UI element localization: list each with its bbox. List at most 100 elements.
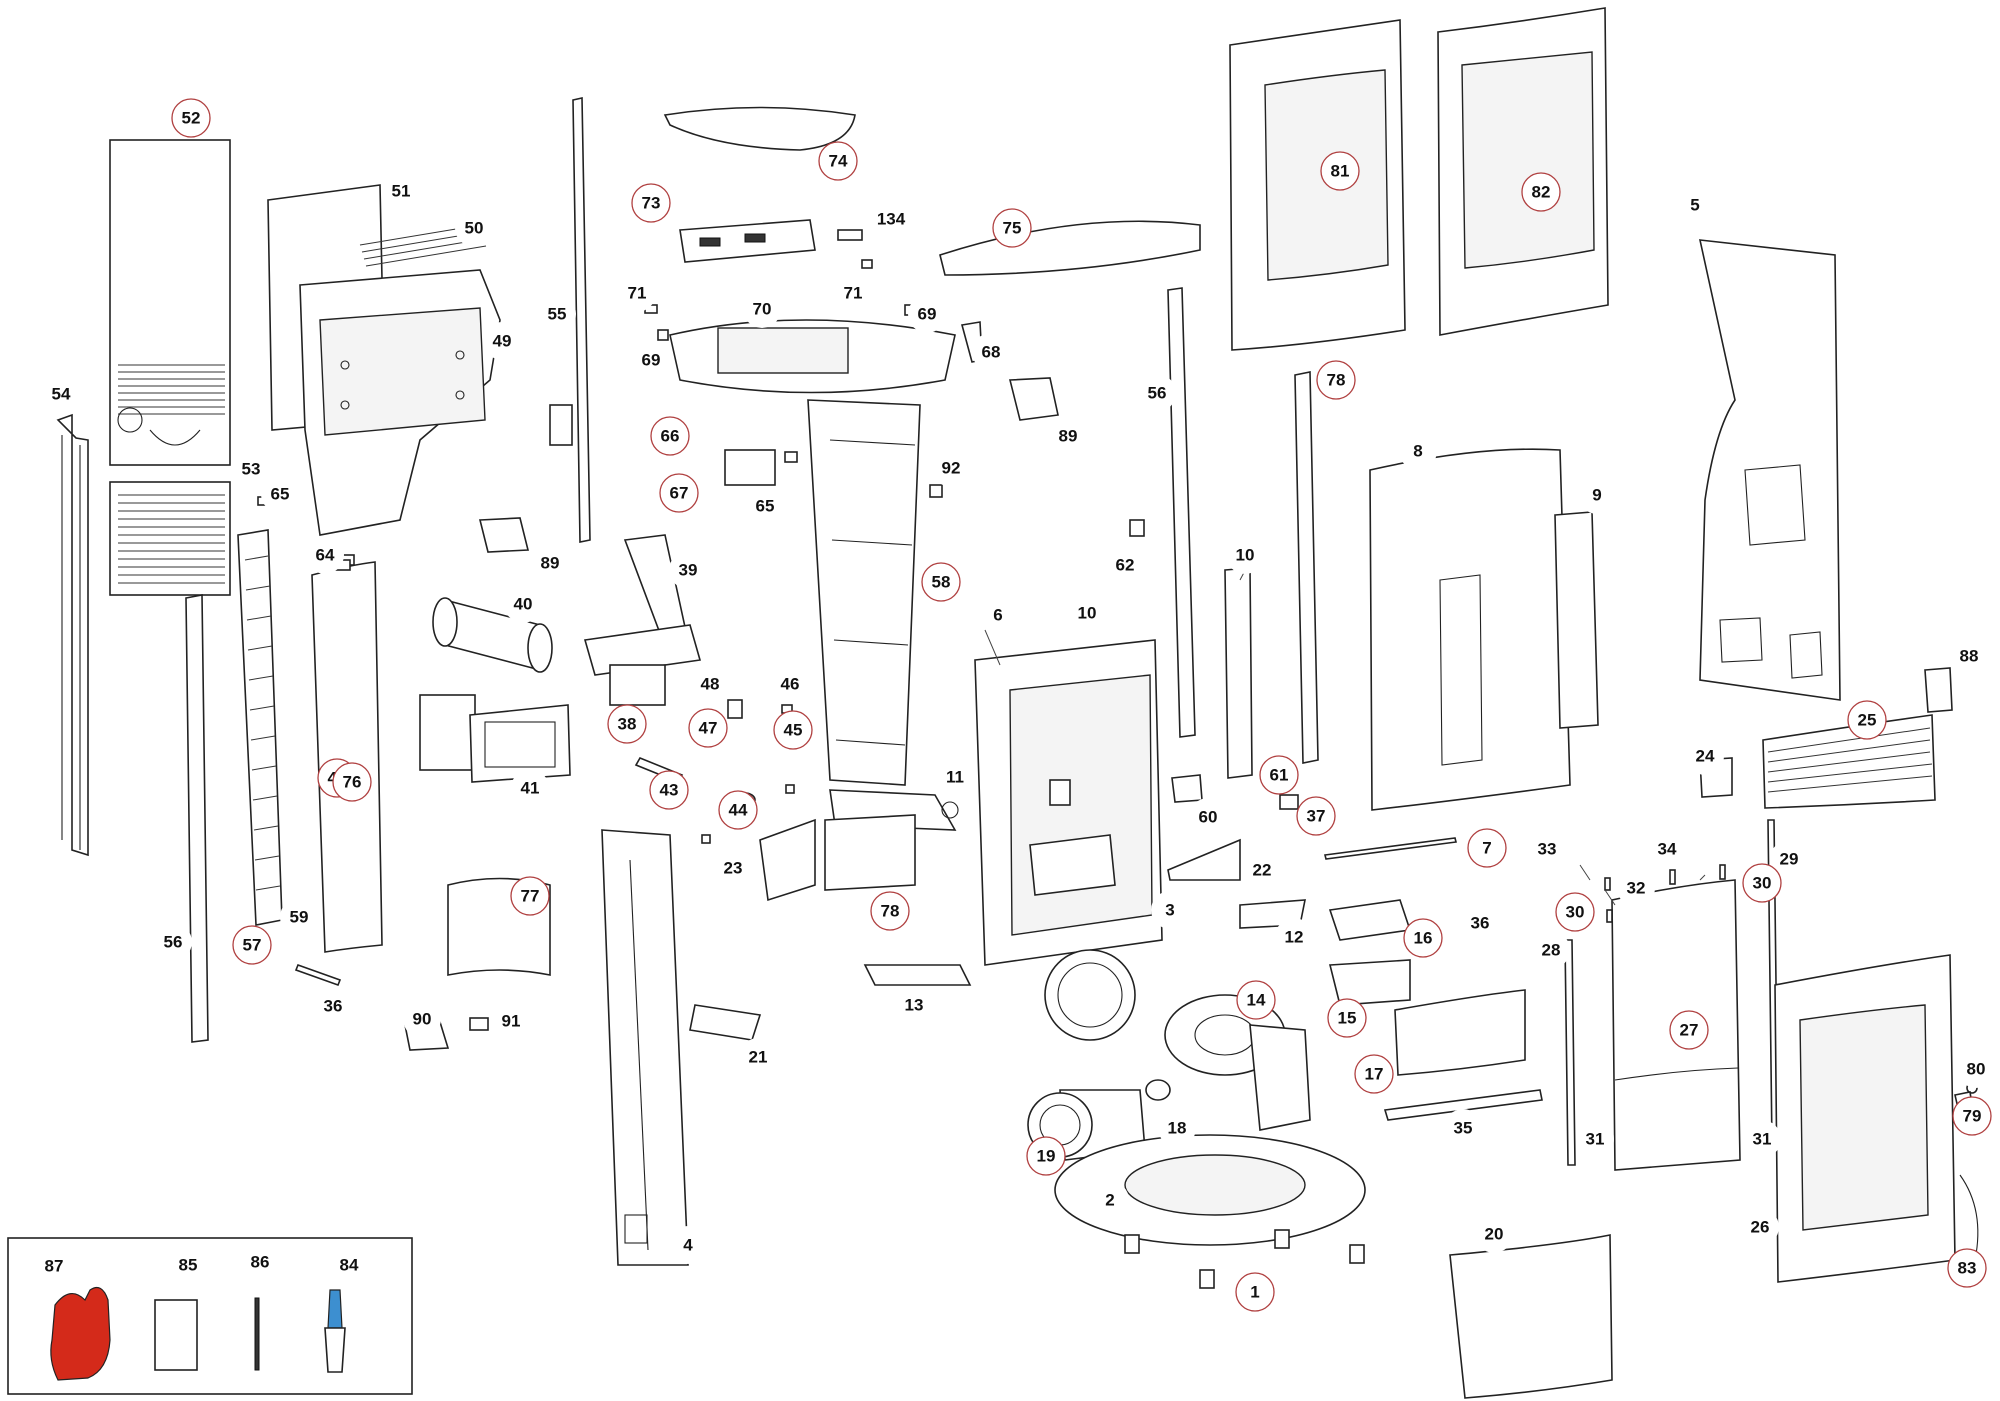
callout-ring: [1151, 891, 1189, 929]
bracket-92: [929, 484, 943, 498]
callout-number: 37: [1307, 807, 1326, 826]
callout-ring: [1950, 637, 1988, 675]
base-plate-2: [1054, 1134, 1366, 1246]
callout-40: 40: [504, 585, 542, 623]
callout-number: 92: [942, 459, 961, 478]
callout-ring: [932, 449, 970, 487]
callout-89: 89: [1049, 417, 1087, 455]
callout-number: 73: [642, 194, 661, 213]
callout-ring: [650, 416, 690, 456]
callout-1: 1: [1235, 1272, 1275, 1312]
callout-number: 56: [164, 933, 183, 952]
callout-37: 37: [1296, 796, 1336, 836]
callout-number: 61: [1270, 766, 1289, 785]
side-grille-57: [237, 529, 283, 926]
callout-22: 22: [1243, 851, 1281, 889]
callout-81: 81: [1320, 151, 1360, 191]
callout-ring: [908, 295, 946, 333]
callout-number: 84: [340, 1256, 359, 1275]
callout-number: 33: [1538, 840, 1557, 859]
callout-number: 12: [1285, 928, 1304, 947]
callout-76: 76: [332, 762, 372, 802]
callout-number: 70: [753, 300, 772, 319]
callout-24: 24: [1686, 737, 1724, 775]
callout-ring: [631, 183, 671, 223]
firebox-6: [974, 639, 1163, 1041]
callout-ring: [1742, 863, 1782, 903]
callout-134: 134: [872, 200, 910, 238]
callout-number: 30: [1566, 903, 1585, 922]
callout-69: 69: [632, 341, 670, 379]
callout-44: 44: [718, 790, 758, 830]
callout-5: 5: [1676, 186, 1714, 224]
callout-number: 10: [1078, 604, 1097, 623]
callout-ring: [382, 172, 420, 210]
callout-34: 34: [1648, 830, 1686, 868]
callout-54: 54: [42, 375, 80, 413]
callout-number: 26: [1751, 1218, 1770, 1237]
callout-number: 74: [829, 152, 848, 171]
callout-84: 84: [330, 1246, 368, 1284]
callout-47: 47: [688, 708, 728, 748]
callout-number: 17: [1365, 1065, 1384, 1084]
callout-number: 32: [1627, 879, 1646, 898]
callout-78: 78: [870, 891, 910, 931]
callout-number: 11: [946, 768, 964, 787]
callout-71: 71: [618, 274, 656, 312]
fan-assembly-14: [1145, 994, 1311, 1131]
callout-number: 53: [242, 460, 261, 479]
callout-73: 73: [631, 183, 671, 223]
callout-number: 69: [918, 305, 937, 324]
callout-10: 10: [1068, 594, 1106, 632]
callout-38: 38: [607, 704, 647, 744]
ash-pans-15-17: [1328, 899, 1526, 1076]
callout-ring: [332, 762, 372, 802]
callout-number: 54: [52, 385, 71, 404]
callout-ring: [632, 341, 670, 379]
callout-number: 78: [1327, 371, 1346, 390]
callout-ring: [1578, 476, 1616, 514]
callout-ring: [42, 375, 80, 413]
callout-ring: [232, 925, 272, 965]
callout-ring: [531, 544, 569, 582]
callout-number: 87: [45, 1257, 64, 1276]
callout-ring: [1847, 700, 1887, 740]
callout-69: 69: [908, 295, 946, 333]
callout-ring: [771, 665, 809, 703]
callout-ring: [649, 770, 689, 810]
callout-60: 60: [1189, 798, 1227, 836]
callout-ring: [979, 596, 1017, 634]
callout-ring: [1158, 1109, 1196, 1147]
callout-number: 58: [932, 573, 951, 592]
callout-number: 43: [660, 781, 679, 800]
callout-ring: [1049, 417, 1087, 455]
callout-31: 31: [1576, 1120, 1614, 1158]
callout-ring: [1275, 918, 1313, 956]
callout-number: 10: [1236, 546, 1255, 565]
callout-ring: [972, 333, 1010, 371]
callout-56: 56: [1138, 374, 1176, 412]
callout-number: 77: [521, 887, 540, 906]
callout-ring: [1259, 755, 1299, 795]
bracket-39-38: [583, 534, 702, 706]
callout-number: 67: [670, 484, 689, 503]
callout-number: 48: [701, 675, 720, 694]
callout-33: 33: [1528, 830, 1566, 868]
callout-number: 34: [1658, 840, 1677, 859]
callout-ring: [1676, 186, 1714, 224]
callout-9: 9: [1578, 476, 1616, 514]
callout-number: 90: [413, 1010, 432, 1029]
callout-number: 5: [1690, 196, 1699, 215]
callout-ring: [483, 322, 521, 360]
callout-number: 86: [251, 1253, 270, 1272]
callout-number: 38: [618, 715, 637, 734]
callout-ring: [1648, 830, 1686, 868]
top-assembly-49-51: [267, 184, 501, 536]
callout-number: 13: [905, 996, 924, 1015]
callout-ring: [773, 710, 813, 750]
callout-ring: [314, 987, 352, 1025]
callout-4: 4: [669, 1226, 707, 1264]
callout-ring: [1741, 1208, 1779, 1246]
callout-number: 44: [729, 801, 748, 820]
bracket-21: [689, 1004, 762, 1041]
